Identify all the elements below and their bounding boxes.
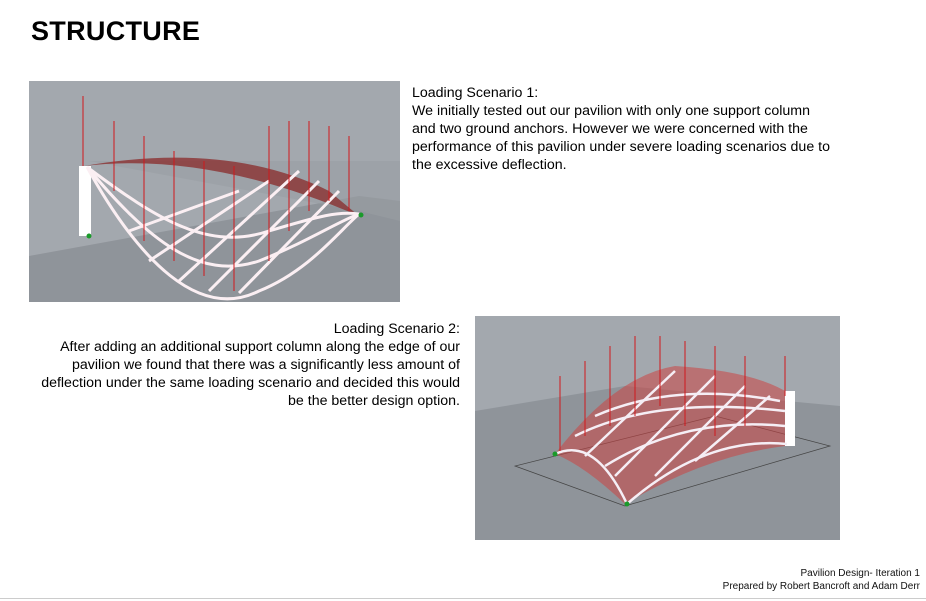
footer: Pavilion Design- Iteration 1 Prepared by… (723, 567, 920, 593)
footer-divider (0, 598, 926, 599)
scenario2-body: After adding an additional support colum… (41, 339, 460, 409)
footer-project: Pavilion Design- Iteration 1 (800, 568, 920, 579)
footer-authors: Prepared by Robert Bancroft and Adam Der… (722, 581, 920, 592)
scenario1-description: Loading Scenario 1: We initially tested … (412, 84, 832, 174)
scenario2-render-image (475, 316, 840, 540)
scenario2-heading: Loading Scenario 2: (333, 321, 460, 337)
page-title: STRUCTURE (31, 16, 201, 46)
scenario1-render-image (29, 81, 400, 302)
scenario2-description: Loading Scenario 2: After adding an addi… (40, 320, 460, 410)
scenario1-heading: Loading Scenario 1: (412, 85, 539, 101)
scenario1-body: We initially tested out our pavilion wit… (412, 103, 830, 173)
